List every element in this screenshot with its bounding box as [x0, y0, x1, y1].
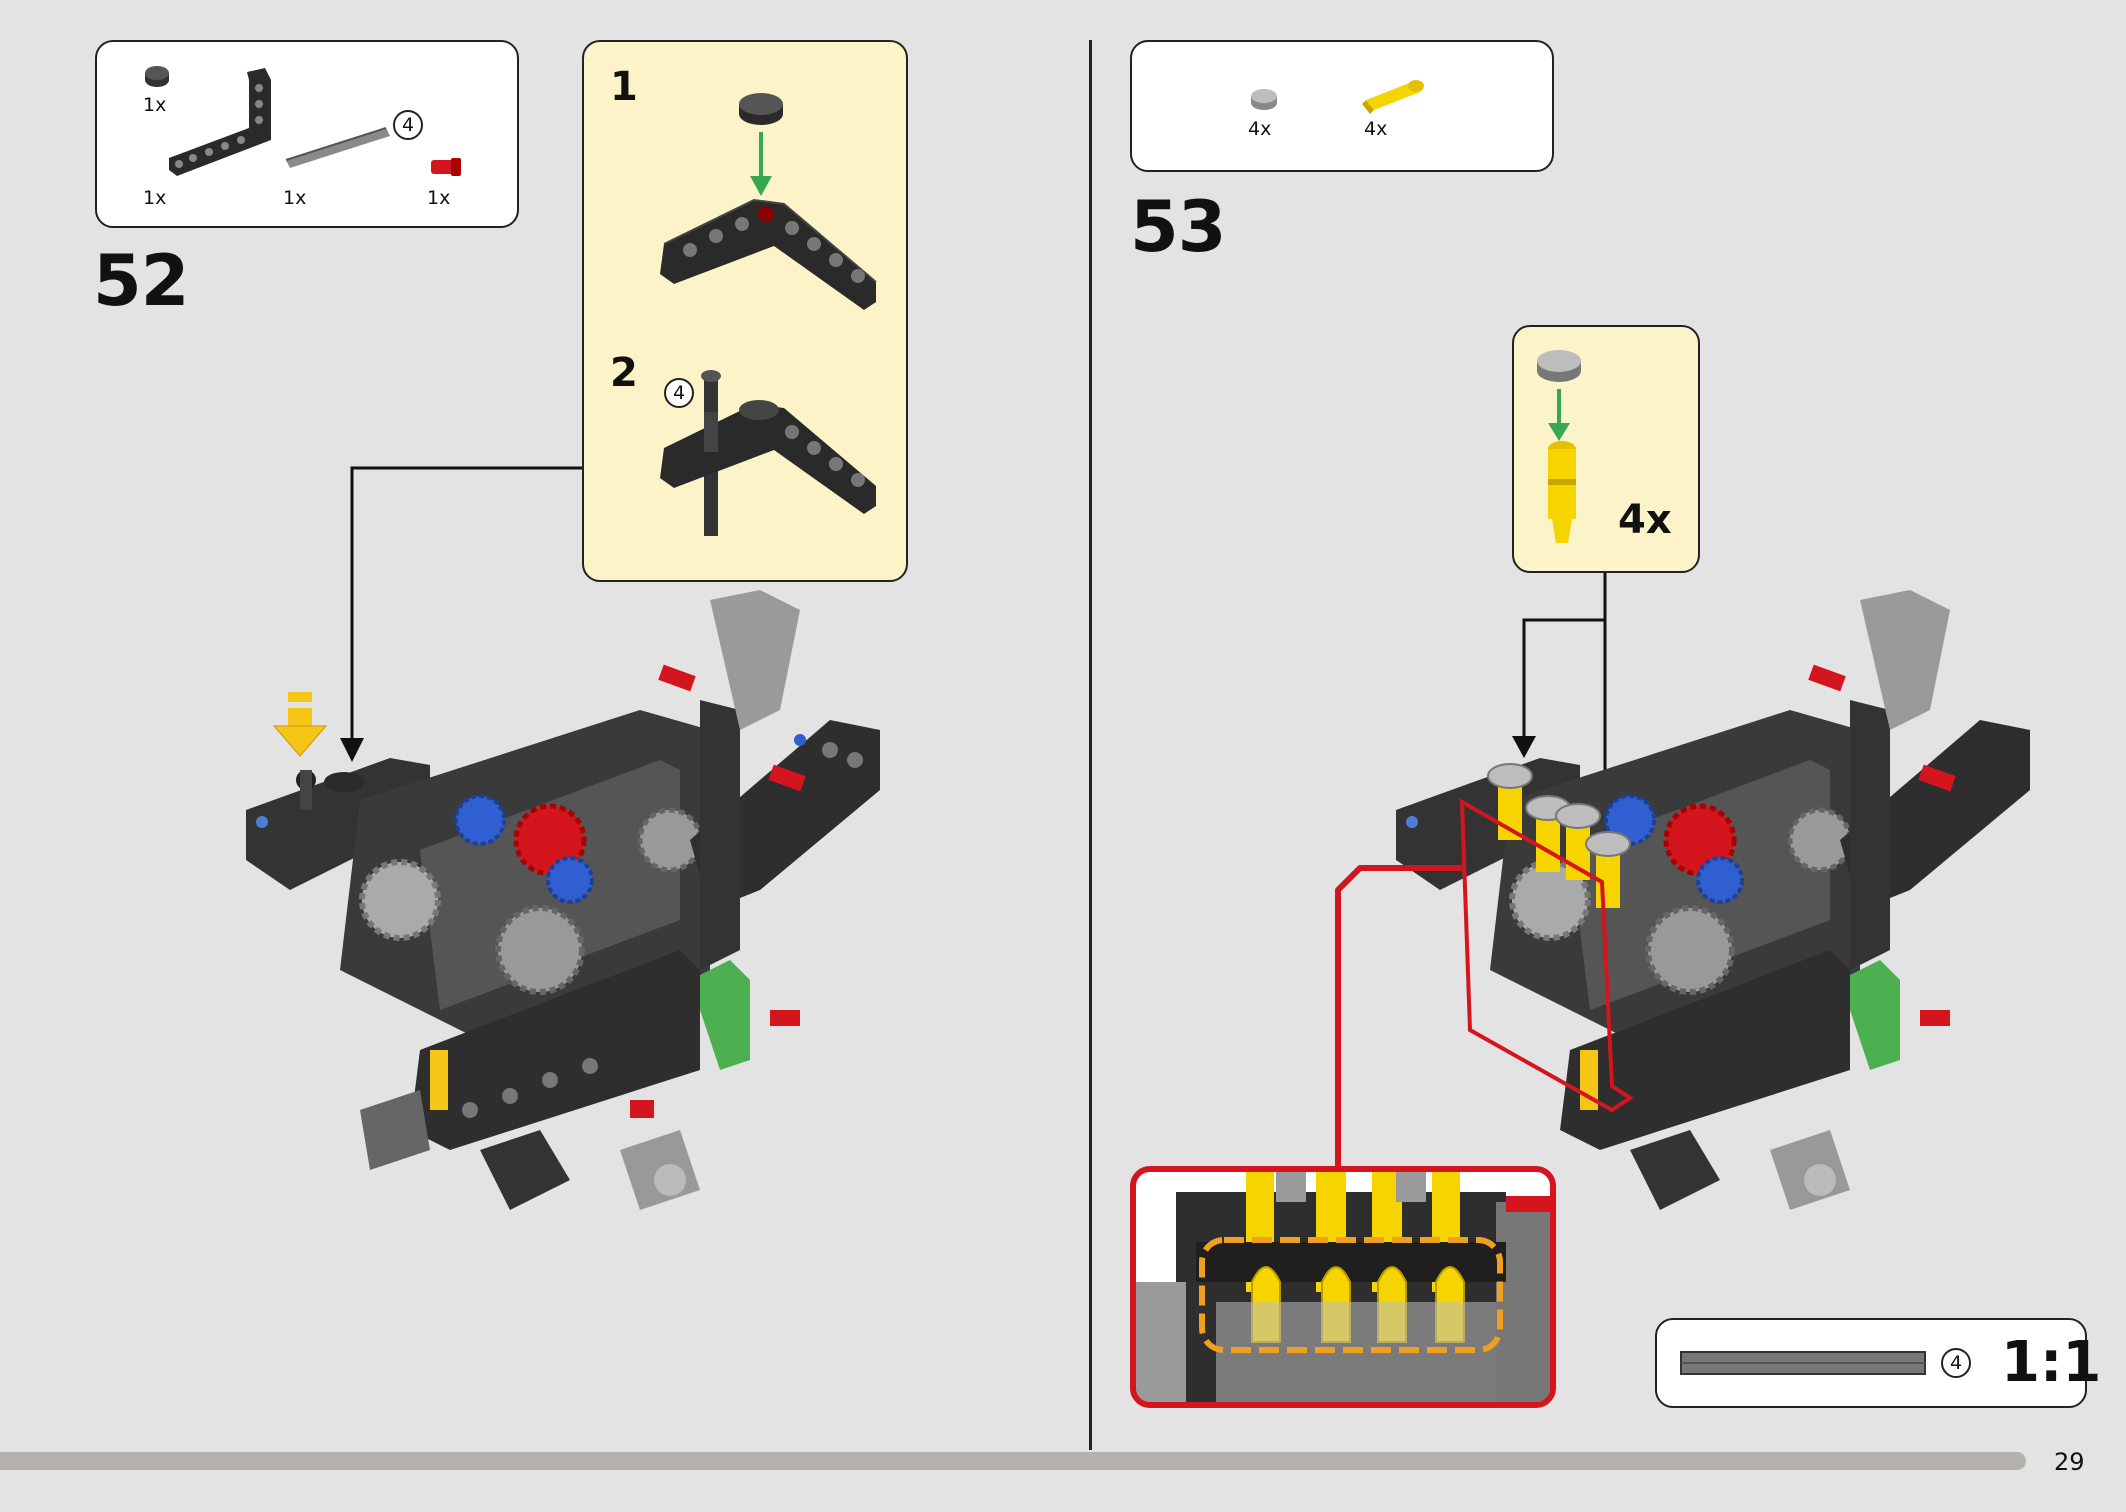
l-beam-black-icon	[660, 198, 877, 310]
pin-yellow-icon	[1548, 441, 1576, 543]
l-beam-black-icon	[660, 370, 876, 536]
axle-scale-check: 4 1:1	[1655, 1318, 2101, 1408]
substep-number-2: 2	[610, 350, 638, 396]
arrow-down-icon	[1548, 389, 1570, 441]
callout-multiplier: 4x	[1618, 497, 1672, 543]
scale-ratio: 1:1	[2001, 1330, 2102, 1395]
round-tile-light-grey-icon	[1537, 350, 1581, 382]
model-assembly-step-52	[246, 590, 880, 1210]
part-qty: 4x	[1364, 118, 1388, 140]
axle-pin-red-icon	[431, 158, 461, 176]
arrow-down-icon	[750, 132, 772, 196]
zoom-detail-panel	[1130, 1166, 1556, 1408]
progress-bar-track	[0, 1452, 2026, 1470]
parts-list-step-52: 1x 1x 1x 4 1x	[95, 40, 519, 228]
page-divider	[1089, 40, 1092, 1450]
page-number: 29	[2054, 1448, 2085, 1476]
round-tile-dark-grey-icon	[145, 66, 169, 87]
part-qty: 1x	[283, 187, 307, 209]
substep-number-1: 1	[610, 64, 638, 110]
axle-grey-icon	[1680, 1351, 1926, 1375]
part-qty: 1x	[427, 187, 451, 209]
sub-assembly-callout: 4x	[1512, 325, 1700, 573]
sub-assembly-callout: 1 2 4	[582, 40, 908, 582]
zoom-detail-image	[1136, 1172, 1550, 1402]
part-qty: 4x	[1248, 118, 1272, 140]
step-number-53: 53	[1130, 186, 1226, 268]
axle-length-indicator: 4	[664, 378, 694, 408]
round-tile-light-grey-icon	[1251, 89, 1277, 110]
step-number-52: 52	[93, 240, 189, 322]
part-qty: 1x	[143, 94, 167, 116]
axle-grey-icon	[285, 127, 390, 168]
model-assembly-step-53	[1396, 590, 2030, 1210]
parts-list-step-53: 4x 4x	[1130, 40, 1554, 172]
round-tile-dark-grey-icon	[739, 93, 783, 125]
axle-length-indicator: 4	[1941, 1348, 1971, 1378]
axle-length-indicator: 4	[393, 110, 423, 140]
insert-arrow-icon	[272, 692, 328, 757]
l-beam-black-icon	[169, 68, 271, 176]
pin-yellow-icon	[1362, 80, 1424, 114]
part-qty: 1x	[143, 187, 167, 209]
